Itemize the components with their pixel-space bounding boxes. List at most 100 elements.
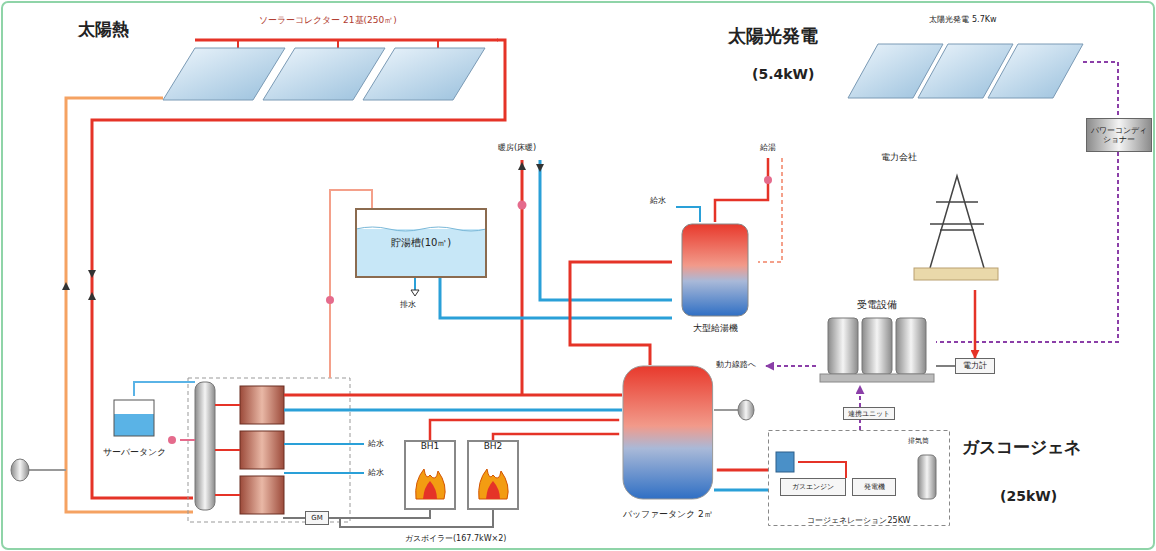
cogeneration-unit: コージェネレーション25KW ガスエンジン 発電機 [768, 430, 950, 526]
pipe [714, 409, 738, 411]
exhaust-stack [918, 455, 936, 499]
gas-boiler: BH2 [467, 440, 519, 510]
pipe-label: 給湯 [760, 143, 776, 152]
collector-panel [263, 48, 385, 100]
flow-arrow [88, 270, 96, 300]
link-unit: 連携ユニット [843, 407, 895, 420]
node-label: 受電設備 [857, 299, 897, 311]
capacity-label: (25kW) [1000, 488, 1057, 504]
gas-pipe [283, 517, 305, 519]
flame [416, 469, 445, 499]
hot-pipe [337, 40, 339, 48]
node-label: 太陽光発電 5.7Kw [929, 15, 996, 24]
link-unit-shape [843, 407, 895, 420]
pipe-connector [936, 365, 955, 367]
gas-engine-shape [780, 478, 846, 496]
pipe-connector [493, 434, 619, 440]
flame-core [486, 481, 500, 499]
pipe-connector [570, 262, 672, 365]
box [844, 408, 895, 420]
heat-exchanger [240, 431, 284, 469]
pipe-label: 排水 [400, 300, 416, 309]
base [820, 374, 934, 382]
power-meter-shape [955, 358, 995, 374]
expansion-tank [11, 459, 29, 481]
pv-panel [848, 44, 943, 98]
expansion-tank [738, 400, 754, 420]
water-surface [356, 227, 486, 231]
node-label: ガスエンジン [792, 483, 834, 491]
pv-panel: 太陽光発電 5.7Kw [843, 14, 1083, 102]
pipe-connector [329, 510, 430, 518]
return-pipe [66, 98, 193, 512]
flow-arrow [518, 162, 526, 170]
hot-pipe [195, 39, 498, 42]
heat-exchanger [240, 386, 284, 424]
gas-boiler: BH1 [404, 440, 456, 510]
box [956, 359, 995, 374]
water-heater-shape [672, 222, 758, 334]
pipe [215, 449, 240, 451]
generator: 発電機 [852, 478, 896, 496]
transformer [862, 318, 892, 374]
power-company: 電力会社 [878, 150, 1002, 290]
section-title: 太陽光発電 [728, 26, 818, 47]
pipe-label: 動力線路へ [716, 360, 756, 369]
pipe-label: 暖房(床暖) [498, 143, 536, 152]
gas-boiler-shape [467, 440, 519, 510]
drain-pipe [414, 278, 416, 290]
pipe-label: 給水 [368, 439, 384, 448]
part-label: ガスボイラー(167.7kW×2) [405, 534, 506, 543]
boiler-body [405, 441, 455, 509]
water-supply-pipe [676, 207, 700, 222]
node-label: 連携ユニット [848, 409, 890, 417]
node-label: サーバータンク [103, 447, 166, 457]
transmission-tower [930, 176, 984, 268]
box [781, 479, 846, 496]
hot-pipe [798, 462, 846, 478]
gas-boiler-shape [404, 440, 456, 510]
generator-shape [852, 478, 896, 496]
header-column [195, 382, 215, 510]
unit-frame [769, 431, 950, 526]
node-label: BH1 [421, 441, 440, 451]
box [1087, 119, 1152, 152]
pipe-connector [717, 469, 768, 472]
section-title: ガスコージェネ [962, 438, 1081, 458]
node-label: 発電機 [864, 483, 885, 491]
pump [764, 176, 772, 184]
node-label: GM [311, 514, 322, 522]
receiving-equipment-shape [818, 298, 936, 386]
hot-pipe [521, 160, 524, 395]
water-heater: 大型給湯機 [672, 222, 758, 334]
storage-tank-shape [355, 208, 487, 278]
hot-pipe [437, 40, 439, 48]
cold-pipe [284, 409, 622, 412]
pump [518, 201, 527, 210]
tank-body [682, 224, 748, 316]
hot-pipe [237, 40, 239, 48]
transformer [828, 318, 858, 374]
server-tank: サーバータンク [88, 396, 180, 458]
hot-pipe [92, 40, 505, 498]
section-title: 太陽熱 [78, 20, 129, 40]
radiator [776, 452, 794, 472]
node-label: 電力計 [963, 361, 987, 370]
flow-arrow [536, 164, 544, 172]
solar-collector: ソーラーコレクター 21基(250㎡) [158, 14, 498, 104]
node-label: コージェネレーション25KW [807, 516, 910, 525]
node-label: 貯湯槽(10㎥) [391, 237, 452, 249]
storage-tank: 貯湯槽(10㎥) [355, 208, 487, 278]
power-meter: 電力計 [955, 358, 995, 374]
gas-engine: ガスエンジン [780, 478, 846, 496]
pipe [180, 439, 195, 441]
power-conditioner-shape [1086, 118, 1152, 152]
water [356, 229, 486, 277]
receiving-equipment: 受電設備 [818, 298, 936, 386]
return-pipe [330, 190, 372, 378]
buffer-tank: バッファータンク 2㎥ [619, 365, 717, 520]
power-line [766, 365, 816, 367]
flow-arrow [62, 282, 70, 290]
flame [479, 469, 508, 499]
